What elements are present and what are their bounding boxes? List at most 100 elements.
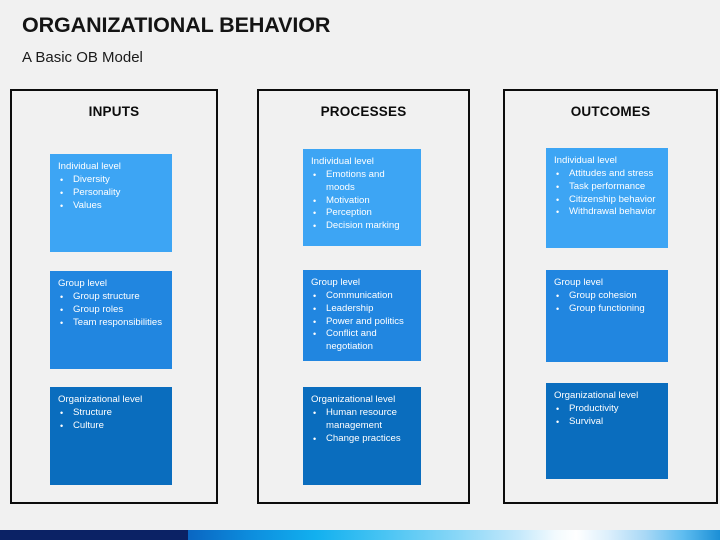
box-title: Individual level: [554, 155, 617, 166]
box-item-list: •Diversity •Personality •Values: [58, 174, 166, 212]
bullet-icon: •: [313, 220, 317, 231]
list-item: •Group roles: [58, 304, 166, 317]
list-item: • Withdrawal behavior: [554, 206, 662, 219]
column-inputs: INPUTS Individual level •Diversity •Pers…: [10, 89, 218, 504]
list-item: • Survival: [554, 416, 662, 429]
list-item: • Structure: [58, 407, 166, 420]
bullet-icon: •: [60, 305, 64, 315]
list-item-label: Culture: [73, 420, 104, 431]
bullet-icon: •: [556, 194, 560, 205]
list-item-label: Withdrawal behavior: [569, 206, 656, 218]
bullet-icon: •: [313, 304, 317, 314]
footer-accent-gradient-segment: [188, 530, 720, 540]
bullet-icon: •: [313, 316, 317, 327]
list-item-label: Diversity: [73, 174, 110, 186]
list-item: •Diversity: [58, 174, 166, 187]
bullet-icon: •: [313, 329, 317, 340]
list-item: • Task performance: [554, 181, 662, 194]
list-item-label: Change practices: [326, 432, 401, 444]
box-inputs-individual-level: Individual level •Diversity •Personality…: [50, 154, 172, 252]
bullet-icon: •: [556, 182, 560, 192]
list-item: •Citizenship behavior: [554, 194, 662, 207]
bullet-icon: •: [313, 195, 317, 206]
list-item: •Perception: [311, 207, 415, 220]
list-item: • Group structure: [58, 291, 166, 304]
box-item-list: • Group structure •Group roles • Team resp…: [58, 291, 166, 329]
column-heading-inputs: INPUTS: [88, 104, 140, 119]
footer-accent-navy-segment: [0, 530, 188, 540]
bullet-icon: •: [313, 433, 317, 444]
box-outcomes-group-level: Group level • Group cohesion • Group funct…: [546, 270, 668, 362]
bullet-icon: •: [60, 292, 64, 303]
list-item-label: Productivity: [569, 403, 619, 415]
box-item-list: • Communication • Leadership • Power and po…: [311, 290, 415, 353]
box-title: Individual level: [311, 156, 374, 167]
box-item-list: • Human resource management • Change pract…: [311, 407, 415, 445]
list-item: • Emotions and moods: [311, 169, 415, 194]
box-title: Group level: [311, 277, 361, 288]
box-title: Organizational level: [311, 394, 396, 405]
box-processes-group-level: Group level • Communication • Leadership •…: [303, 270, 421, 361]
box-outcomes-individual-level: Individual level •Attitudes and stress •…: [546, 148, 668, 248]
list-item-label: Decision marking: [326, 219, 400, 231]
list-item-label: Values: [73, 199, 102, 211]
bullet-icon: •: [556, 207, 560, 218]
box-item-list: •Attitudes and stress •Task performance …: [554, 168, 662, 218]
bullet-icon: •: [556, 417, 560, 427]
list-item-label: Communication: [326, 290, 393, 302]
list-item: • Change practices: [311, 433, 415, 446]
list-item-label: Structure: [73, 407, 112, 419]
bullet-icon: •: [60, 421, 64, 431]
box-title: Organizational level: [58, 394, 143, 405]
list-item-label: Power and politics: [326, 315, 404, 327]
list-item: • Decision marking: [311, 220, 415, 233]
list-item: • Leadership: [311, 303, 415, 316]
box-processes-organizational-level: Organizational level • Human resource man…: [303, 387, 421, 485]
box-item-list: • Structure • Culture: [58, 407, 166, 432]
list-item-label: Group functioning: [569, 303, 645, 314]
box-inputs-group-level: Group level • Group structure •Group role…: [50, 271, 172, 369]
bullet-icon: •: [60, 317, 64, 328]
bullet-icon: •: [60, 188, 64, 198]
bullet-icon: •: [60, 200, 64, 211]
list-item-label: Group cohesion: [569, 290, 637, 302]
box-item-list: •Productivity • Survival: [554, 403, 662, 428]
list-item-label: Team responsibilities: [73, 316, 163, 328]
box-inputs-organizational-level: Organizational level • Structure • Culture: [50, 387, 172, 485]
box-title: Individual level: [58, 161, 121, 172]
list-item-label: Emotions and moods: [326, 169, 385, 193]
bullet-icon: •: [556, 304, 560, 314]
list-item-label: Leadership: [326, 303, 374, 314]
list-item: • Communication: [311, 290, 415, 303]
box-title: Group level: [58, 278, 108, 289]
column-outcomes: OUTCOMES Individual level •Attitudes and…: [503, 89, 718, 504]
page-title: ORGANIZATIONAL BEHAVIOR: [22, 13, 331, 37]
list-item: • Values: [58, 200, 166, 213]
list-item: •Attitudes and stress: [554, 168, 662, 181]
column-heading-processes: PROCESSES: [320, 104, 407, 119]
footer-accent-bar: [0, 530, 720, 540]
box-title: Organizational level: [554, 390, 639, 401]
list-item-label: Task performance: [569, 181, 646, 192]
box-outcomes-organizational-level: Organizational level •Productivity • Surv…: [546, 383, 668, 479]
list-item: •Personality: [58, 187, 166, 200]
list-item: • Culture: [58, 420, 166, 433]
list-item-label: Perception: [326, 207, 372, 219]
list-item: •Motivation: [311, 195, 415, 208]
list-item-label: Human resource management: [326, 407, 397, 431]
bullet-icon: •: [60, 408, 64, 419]
box-item-list: • Group cohesion • Group functioning: [554, 290, 662, 315]
box-title: Group level: [554, 277, 604, 288]
list-item-label: Conflict and negotiation: [326, 328, 377, 352]
bullet-icon: •: [313, 170, 317, 181]
box-item-list: •Emotions and moods •Motivation •Percept…: [311, 169, 415, 232]
list-item-label: Attitudes and stress: [569, 168, 654, 180]
list-item-label: Group structure: [73, 291, 140, 303]
bullet-icon: •: [313, 291, 317, 302]
list-item-label: Survival: [569, 416, 604, 427]
bullet-icon: •: [556, 291, 560, 302]
column-heading-outcomes: OUTCOMES: [570, 104, 651, 119]
box-processes-individual-level: Individual level • Emotions and moods •Mo…: [303, 149, 421, 246]
list-item: •Productivity: [554, 403, 662, 416]
